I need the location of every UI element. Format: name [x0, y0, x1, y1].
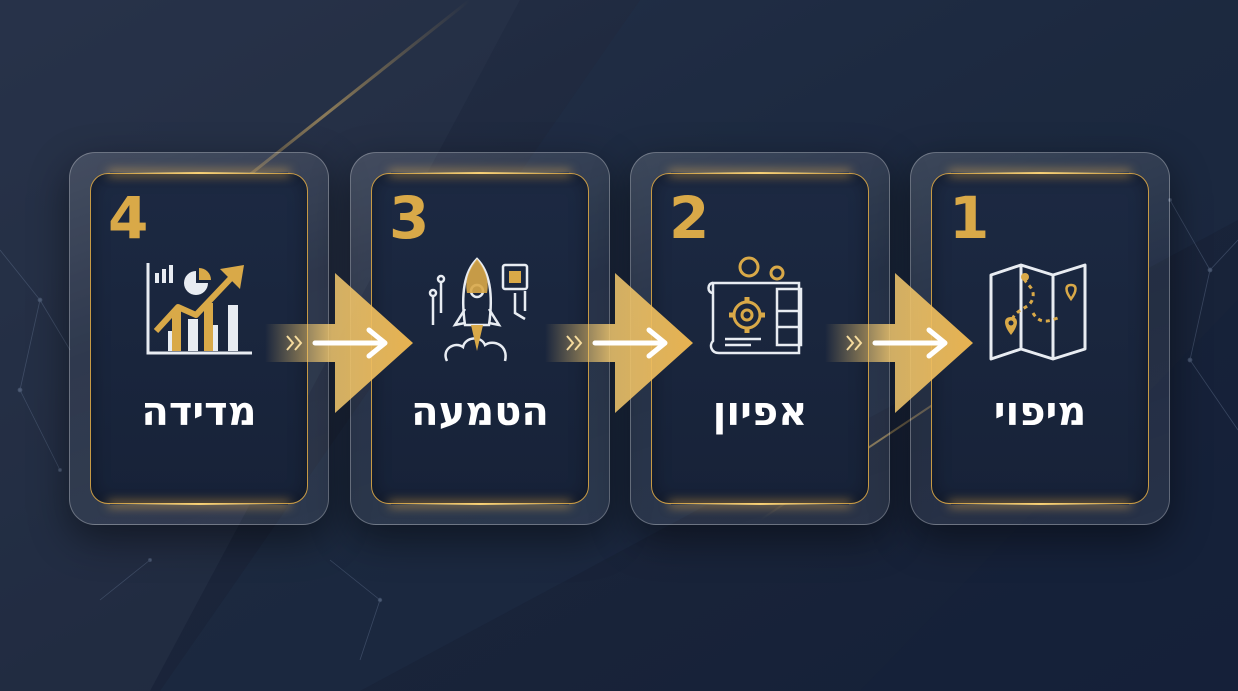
blueprint-gears-icon	[707, 256, 803, 355]
map-route-icon	[989, 263, 1087, 361]
glow-line	[951, 172, 1129, 174]
arrow-right-icon	[265, 273, 413, 413]
arrow-right-icon	[545, 273, 693, 413]
glow-line	[671, 503, 849, 505]
step-label: הטמעה	[411, 389, 549, 435]
step-label: אפיון	[712, 389, 808, 435]
step-number: 3	[389, 184, 430, 252]
step-card-3: 3 הטמעה	[350, 152, 610, 525]
glow-line	[391, 172, 569, 174]
step-number: 2	[669, 184, 710, 252]
step-label: מדידה	[141, 389, 257, 435]
step-number: 1	[949, 184, 990, 252]
step-number: 4	[108, 184, 149, 252]
glow-line	[391, 503, 569, 505]
arrow-right-icon	[825, 273, 973, 413]
step-label: מיפוי	[993, 389, 1087, 435]
growth-chart-icon	[146, 263, 252, 355]
rocket-icon	[428, 257, 529, 362]
glow-line	[110, 503, 288, 505]
glow-line	[951, 503, 1129, 505]
glow-line	[671, 172, 849, 174]
glow-line	[110, 172, 288, 174]
